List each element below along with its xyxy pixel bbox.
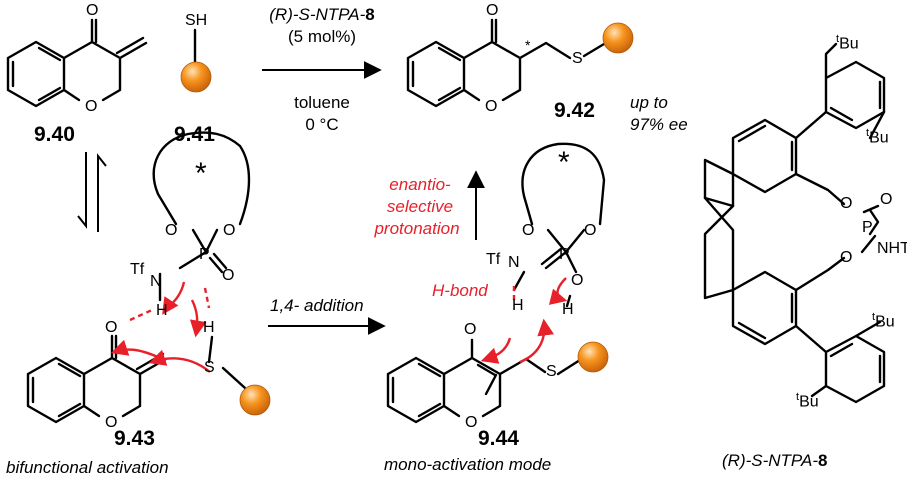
compound-number-9-43: 9.43 (114, 427, 155, 450)
compound-number-9-42: 9.42 (554, 99, 595, 122)
tbu-label-lower-right: tBu (872, 311, 895, 331)
atom-o-943-ring-left: O (165, 222, 178, 239)
product-9-42-structure (406, 18, 606, 108)
catalyst-ring-944 (484, 142, 606, 396)
ts-9-43-enone-structure (26, 334, 247, 424)
atom-s-942: S (572, 50, 583, 67)
atom-o-944-ring-right: O (584, 222, 597, 239)
atom-o-cat-po: O (880, 191, 893, 208)
atom-o-cat-upper: O (840, 195, 853, 212)
atom-o-944-ring-left: O (522, 222, 535, 239)
atom-tf-943: Tf (130, 261, 145, 278)
catalyst-condition: (R)-S-NTPA-8 (269, 5, 375, 24)
bead-9-42 (602, 22, 634, 54)
atom-o-940-carbonyl: O (86, 2, 99, 19)
atom-o-944-enol: O (464, 321, 477, 338)
hbond-label: H-bond (432, 281, 488, 300)
atom-sh-941: SH (185, 12, 208, 29)
atom-n-944: N (508, 254, 520, 271)
tbu-label-top: tBu (836, 33, 859, 53)
atom-o-944-poh: O (571, 272, 584, 289)
atom-n-943: N (150, 273, 162, 290)
curved-arrow-943-c (148, 349, 211, 373)
atom-h-943-sh: H (203, 319, 215, 336)
atom-nhtf-cat: NHTf (877, 240, 907, 257)
curved-arrow-943-b (189, 299, 207, 338)
curved-arrow-944-a (480, 337, 512, 364)
equilibrium-arrow-down (77, 152, 87, 229)
stereo-star-942: * (525, 37, 531, 53)
atom-h-944-oh: H (512, 297, 524, 314)
curved-arrow-943-d (110, 339, 161, 360)
atom-o-940-ring: O (85, 98, 98, 115)
bead-9-43 (239, 384, 271, 416)
atom-o-943-carbonyl: O (105, 319, 118, 336)
catalyst-ring-943 (152, 131, 251, 302)
bead-9-41 (180, 61, 212, 93)
hbond-co-nh-943 (129, 308, 153, 322)
curved-arrow-943-a (162, 281, 186, 315)
caption-bifunctional: bifunctional activation (6, 458, 169, 477)
atom-o-cat-lower: O (840, 249, 853, 266)
atom-o-943-ring-right: O (223, 222, 236, 239)
atom-h-943-nh: H (156, 302, 168, 319)
atom-o-942-carbonyl: O (486, 2, 499, 19)
ee-line-2: 97% ee (630, 115, 688, 134)
tbu-label-upper-right: tBu (866, 127, 889, 147)
tbu-label-bottom: tBu (796, 391, 819, 411)
atom-o-943-po: O (222, 267, 235, 284)
equilibrium-arrow-up (97, 153, 107, 232)
hbond-po-sh-943 (203, 287, 211, 309)
catalyst-loading: (5 mol%) (287, 27, 356, 46)
atom-p-944: P (559, 246, 570, 263)
atom-h-944-poh: H (562, 301, 574, 318)
protonation-label-2: selective (386, 197, 454, 216)
atom-p-cat: P (862, 219, 873, 236)
bead-9-44 (577, 341, 609, 373)
addition-label: 1,4- addition (270, 296, 364, 315)
atom-o-943-ring: O (105, 414, 118, 431)
atom-s-943: S (204, 359, 215, 376)
atom-s-944: S (546, 363, 557, 380)
protonation-label-1: enantio- (389, 175, 451, 194)
ts-9-44-enol-structure (386, 338, 582, 424)
atom-o-944-ring: O (465, 414, 478, 431)
catalyst-8-structure (703, 42, 886, 404)
compound-number-9-40: 9.40 (34, 123, 75, 146)
compound-number-9-44: 9.44 (478, 427, 519, 450)
protonation-label-3: protonation (374, 219, 460, 238)
caption-catalyst-8: (R)-S-NTPA-8 (722, 451, 828, 470)
atom-p-943: P (199, 246, 210, 263)
stereo-star-943: * (195, 157, 207, 190)
curved-arrow-944-b (519, 318, 554, 364)
curved-arrow-944-c (548, 277, 568, 305)
enone-9-40-structure (6, 18, 148, 108)
caption-mono: mono-activation mode (384, 455, 552, 474)
atom-tf-944: Tf (486, 251, 501, 268)
solvent-label: toluene (294, 93, 350, 112)
atom-o-942-ring: O (485, 98, 498, 115)
stereo-star-944: * (558, 146, 570, 179)
temperature-label: 0 °C (305, 115, 339, 134)
compound-number-9-41: 9.41 (174, 123, 215, 146)
ee-line-1: up to (630, 93, 668, 112)
